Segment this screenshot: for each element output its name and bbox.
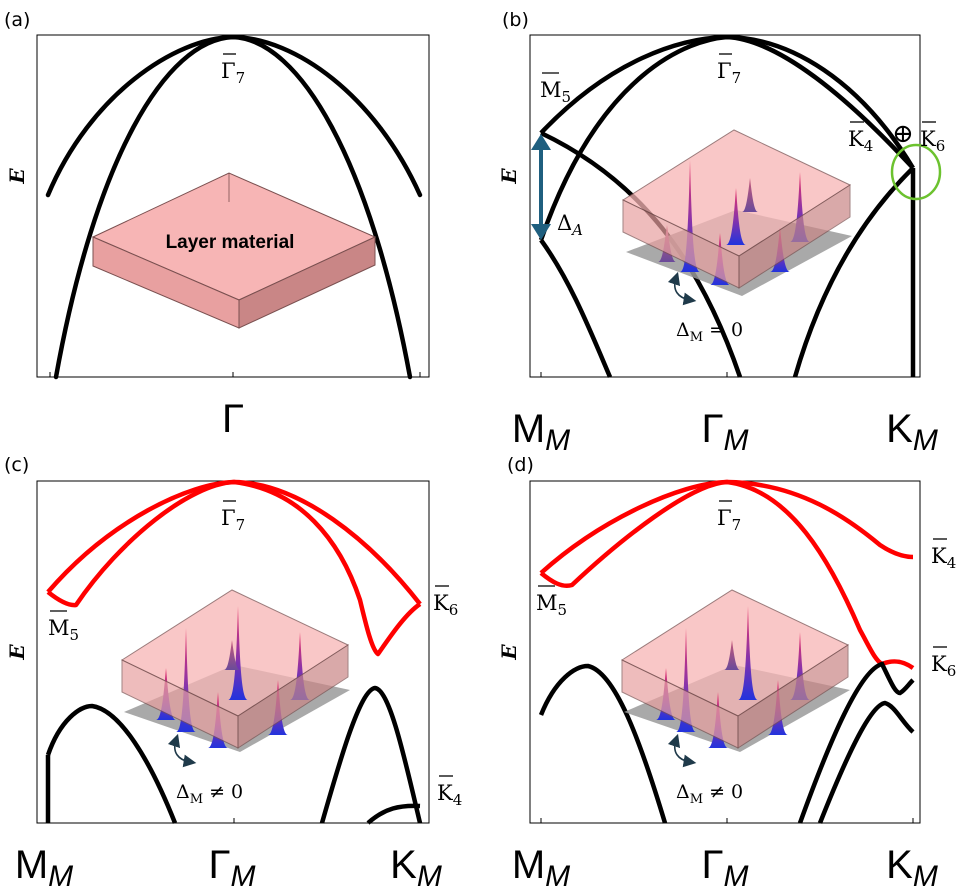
panel-d-tick-label-m: MM — [512, 843, 570, 893]
panel-c-inset-caption: ΔM ≠ 0 — [176, 781, 243, 807]
panel-a-band-inner — [53, 34, 413, 380]
panel-b-tick-label-gamma: ΓM — [701, 407, 748, 457]
panel-d-ticks — [540, 818, 914, 823]
panel-c-gamma7-label: Γ7 — [221, 506, 245, 534]
panel-a-layer-material-label: Layer material — [166, 232, 295, 253]
panel-c-red-band-1 — [46, 479, 422, 606]
panel-c-ticks — [47, 818, 421, 823]
panel-a-gamma7-label: Γ7 — [221, 59, 245, 87]
panel-b-k4-label: K4 — [848, 127, 873, 155]
panel-d-letter: (d) — [507, 454, 534, 476]
panel-a-energy-axis-label: E — [5, 168, 29, 185]
panel-b-tick-label-k: KM — [886, 407, 938, 457]
panel-c-black-bands — [45, 685, 423, 825]
panel-b-inset-caption: ΔM = 0 — [676, 319, 743, 345]
panel-c-tick-label-gamma: ΓM — [208, 843, 255, 893]
panel-c-tick-label-m: MM — [15, 843, 73, 893]
panel-d-tick-label-k: KM — [886, 843, 938, 893]
panel-b-band-4 — [538, 34, 915, 241]
panel-c-tick-label-k: KM — [390, 843, 442, 893]
panel-d-inset-caption: ΔM ≠ 0 — [676, 781, 743, 807]
panel-a-tick-label-gamma: Γ — [222, 397, 244, 441]
panel-d-black-band-2 — [797, 661, 915, 824]
panel-a-ticks — [49, 372, 421, 377]
slab-side-face — [238, 236, 376, 329]
panel-b-band-3 — [539, 238, 613, 378]
panel-b-ticks — [540, 372, 914, 377]
panel-d-gamma7-label: Γ7 — [717, 506, 741, 534]
panel-d-red-band-1 — [539, 479, 914, 575]
panel-d-k6-label: K6 — [931, 652, 956, 680]
panel-c-k6-label: K6 — [433, 591, 458, 619]
panel-b-tick-label-m: MM — [512, 407, 570, 457]
panel-b-band-5 — [792, 166, 915, 378]
panel-c-black-band-1 — [45, 703, 178, 824]
panel-d-energy-axis-label: E — [497, 644, 521, 661]
panel-a-layer-slab — [91, 172, 377, 329]
panel-c-m5-label: M5 — [48, 616, 79, 644]
panel-b-k6-label: K6 — [920, 127, 945, 155]
panel-b-letter: (b) — [502, 9, 529, 31]
panel-c-inset-slab — [120, 589, 350, 768]
panel-b-gamma7-label: Γ7 — [717, 59, 741, 87]
panel-d-black-band-3 — [817, 700, 915, 824]
panel-d-k4-label: K4 — [931, 544, 956, 572]
panel-b-inset-slab — [621, 129, 852, 306]
panel-a-bands — [45, 34, 423, 380]
panel-d: (d) E Γ7 M5 K4 K6 — [497, 454, 956, 893]
panel-c-black-band-4 — [366, 803, 421, 825]
panel-b-m5-label: M5 — [540, 78, 571, 106]
panel-a: (a) E Γ7 Layer material Γ — [4, 9, 430, 441]
panel-b-oplus-symbol: ⊕ — [892, 119, 914, 149]
panel-c-k4-label: K4 — [437, 781, 462, 809]
panel-d-black-band-1 — [538, 663, 668, 824]
panel-c-letter: (c) — [4, 454, 29, 476]
panel-b-energy-axis-label: E — [497, 168, 521, 185]
panel-d-m5-label: M5 — [536, 591, 567, 619]
panel-d-inset-slab — [620, 589, 850, 768]
panel-c-black-band-3 — [319, 685, 423, 824]
panel-a-letter: (a) — [4, 9, 30, 31]
panel-c: (c) E Γ7 M5 K6 K4 — [4, 454, 462, 893]
panel-b-crossing-ring — [890, 143, 942, 201]
panel-b: (b) E ΔA Γ7 M5 K4 — [497, 9, 945, 457]
panel-d-black-bands — [538, 661, 915, 824]
panel-c-energy-axis-label: E — [5, 644, 29, 661]
panel-d-tick-label-gamma: ΓM — [701, 843, 748, 893]
panel-c-red-band-2 — [46, 479, 422, 657]
panel-b-gap-label: ΔA — [557, 211, 583, 239]
panel-c-red-bands — [46, 479, 422, 657]
